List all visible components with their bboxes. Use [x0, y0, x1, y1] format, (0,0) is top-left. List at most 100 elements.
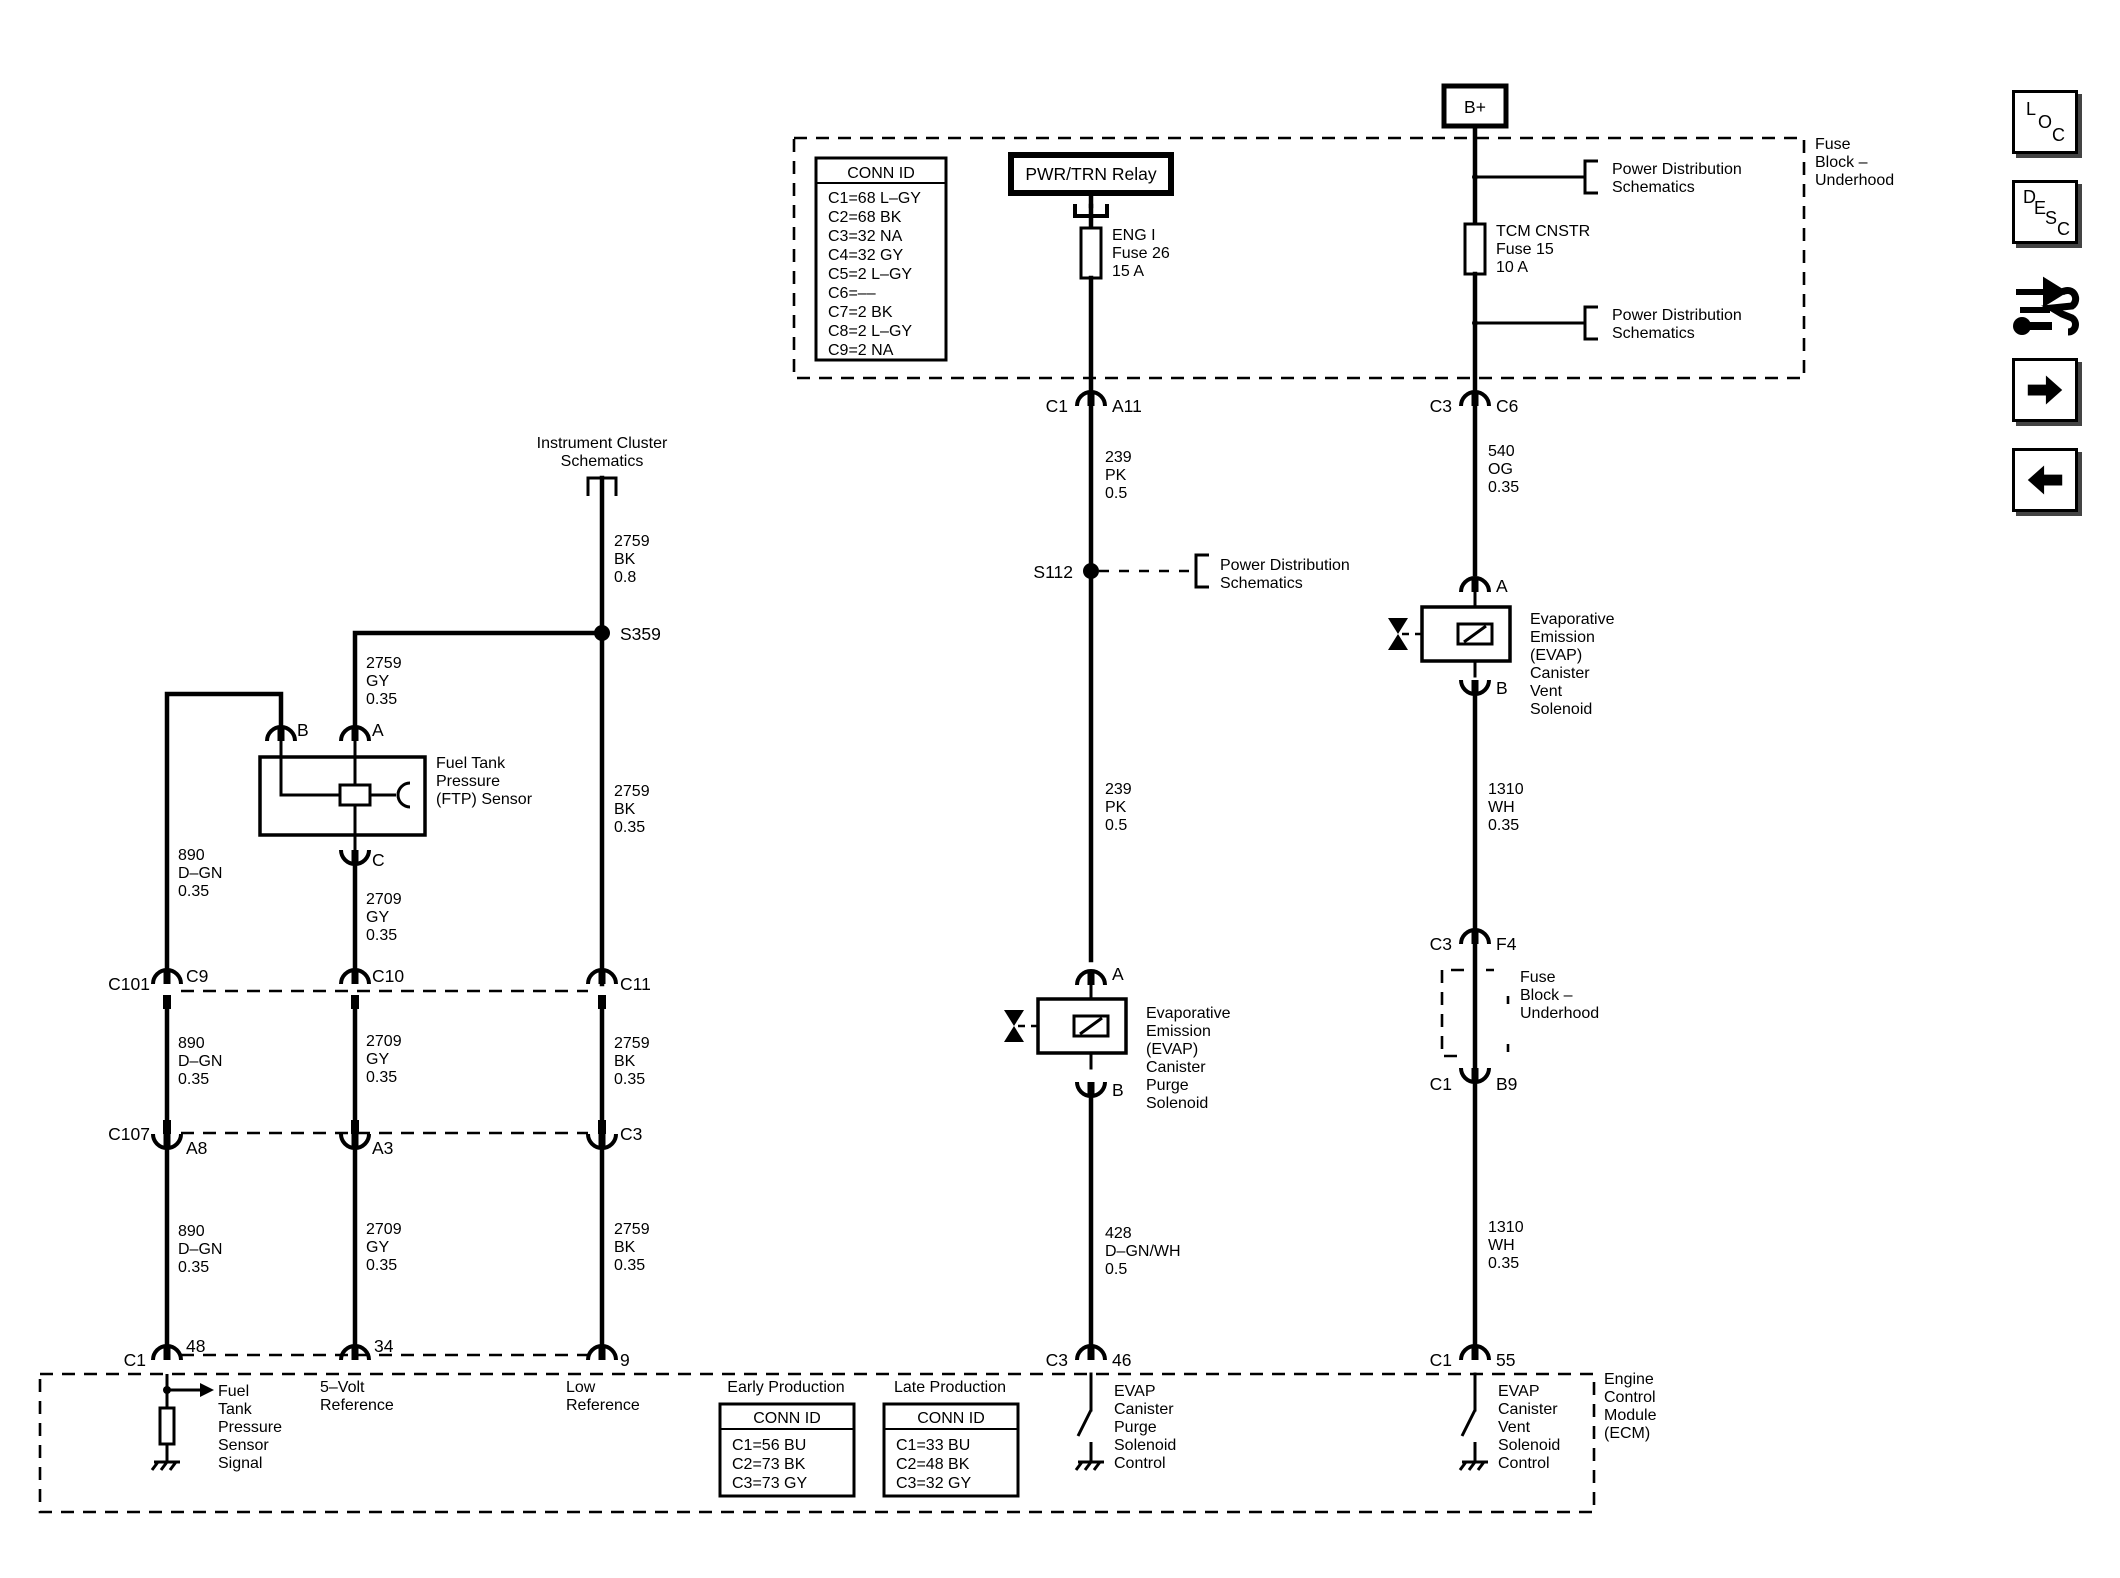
early-conn-title: CONN ID [753, 1410, 821, 1427]
fuse-block-2-label-1: Fuse [1520, 969, 1556, 986]
fuse-block-small-outline [1440, 968, 1464, 1058]
conn-id-table [814, 156, 948, 362]
next-page-button[interactable] [2012, 358, 2078, 422]
purge-label-line: Emission [1146, 1023, 1211, 1040]
wire-239-a-2: PK [1105, 467, 1127, 484]
wire-2759-bk-a-3: 0.35 [614, 819, 645, 836]
pin-46-label: 46 [1112, 1350, 1131, 1370]
wire-2759-gy-1: 2759 [366, 655, 402, 672]
power-dist-ref-2a: Power Distribution [1612, 307, 1742, 324]
arrow-left-icon [2027, 465, 2063, 495]
fuse-block-label-1: Fuse [1815, 136, 1851, 153]
conn-b9-label: B9 [1496, 1074, 1517, 1094]
desc-button[interactable]: D E S C [2012, 180, 2078, 244]
wire-890-a-3: 0.35 [178, 883, 209, 900]
conn-id-row: C1=68 L–GY [828, 190, 921, 207]
ftp-label-2: Pressure [436, 773, 500, 790]
desc-letter-c: C [2057, 219, 2070, 239]
ecm-outline [38, 1372, 1596, 1514]
conn-id-row: C7=2 BK [828, 304, 893, 321]
pin-c9-label: C9 [186, 966, 208, 986]
ftp-pin-b [265, 725, 297, 743]
ecm-low-ref-1: Low [566, 1379, 596, 1396]
splice-s112-label: S112 [1033, 562, 1073, 582]
wire-1310-b-3: 0.35 [1488, 1255, 1519, 1272]
wire-239-a-1: 239 [1105, 449, 1132, 466]
vent-label-line: Canister [1530, 665, 1590, 682]
late-conn-row: C1=33 BU [896, 1437, 970, 1454]
wire-2709-b-1: 2709 [366, 1033, 402, 1050]
wire-540-2: OG [1488, 461, 1513, 478]
late-conn-table [882, 1402, 1020, 1498]
wire-540-1: 540 [1488, 443, 1515, 460]
wire-2709-b-2: GY [366, 1051, 389, 1068]
ecm-vent-line: Canister [1498, 1401, 1558, 1418]
power-dist-ref-1a: Power Distribution [1612, 161, 1742, 178]
early-conn-row: C1=56 BU [732, 1437, 806, 1454]
vent-label-line: (EVAP) [1530, 647, 1582, 664]
vent-label-line: Evaporative [1530, 611, 1615, 628]
wire-890-a-2: D–GN [178, 865, 222, 882]
wire-2759-bk-c-2: BK [614, 1239, 636, 1256]
signal-arrow-icon [200, 1383, 214, 1397]
vent-pin-b-label: B [1496, 678, 1508, 698]
ecm-vent-line: Solenoid [1498, 1437, 1560, 1454]
wire-890-a-1: 890 [178, 847, 205, 864]
connector-ecm-c1-9 [586, 1344, 618, 1362]
conn-id-rows: C1=68 L–GY C2=68 BK C3=32 NA C4=32 GY C5… [828, 190, 921, 359]
ftp-pin-c-label: C [372, 850, 385, 870]
ftp-label-1: Fuel Tank [436, 755, 506, 772]
wire-1310-a-2: WH [1488, 799, 1515, 816]
wire-239-a-3: 0.5 [1105, 485, 1127, 502]
tcm-fuse-label-2: Fuse 15 [1496, 241, 1554, 258]
ground-icon [1458, 1442, 1488, 1471]
wire-890-b-3: 0.35 [178, 1071, 209, 1088]
ecm-label-4: (ECM) [1604, 1425, 1650, 1442]
wire-2759-bk-c-1: 2759 [614, 1221, 650, 1238]
conn-id-row: C9=2 NA [828, 342, 894, 359]
ecm-vent-line: Control [1498, 1455, 1550, 1472]
instrument-cluster-ref-1: Instrument Cluster [537, 435, 668, 452]
purge-label-line: Purge [1146, 1077, 1189, 1094]
wire-428-2: D–GN/WH [1105, 1243, 1181, 1260]
purge-valve-icon [1004, 1010, 1024, 1042]
power-dist-ref-1b: Schematics [1612, 179, 1695, 196]
conn-id-row: C3=32 NA [828, 228, 903, 245]
ground-icon [1074, 1442, 1104, 1471]
eng-fuse-label-3: 15 A [1112, 263, 1144, 280]
pin-c3-label: C3 [620, 1124, 642, 1144]
conn-id-row: C5=2 L–GY [828, 266, 912, 283]
ecm-ftp-line: Tank [218, 1401, 253, 1418]
fuse-block-label-3: Underhood [1815, 172, 1894, 189]
power-dist-ref-3a: Power Distribution [1220, 557, 1350, 574]
wire-890-b-1: 890 [178, 1035, 205, 1052]
wire-1310-a-1: 1310 [1488, 781, 1524, 798]
wire-2759-08-3: 0.8 [614, 569, 636, 586]
wire-2709-c-3: 0.35 [366, 1257, 397, 1274]
vent-label-line: Vent [1530, 683, 1563, 700]
pin-c11-label: C11 [620, 974, 651, 994]
vent-label-line: Emission [1530, 629, 1595, 646]
power-dist-ref-2b: Schematics [1612, 325, 1695, 342]
conn-c3-label-2: C3 [1430, 396, 1452, 416]
eng-fuse [1079, 226, 1103, 280]
desc-letter-e: E [2034, 198, 2047, 218]
wire-428-3: 0.5 [1105, 1261, 1127, 1278]
connector-c3-46 [1075, 1344, 1107, 1362]
late-conn-row: C3=32 GY [896, 1475, 971, 1492]
ftp-sensor-element [338, 783, 372, 807]
prev-page-button[interactable] [2012, 448, 2078, 512]
ground-icon [150, 1444, 180, 1471]
conn-id-row: C2=68 BK [828, 209, 902, 226]
splice-s359-label: S359 [620, 624, 661, 644]
connector-c101-c11 [586, 968, 618, 986]
connector-tool-icon[interactable] [2012, 270, 2084, 340]
tcm-fuse-label-1: TCM CNSTR [1496, 223, 1590, 240]
ftp-pin-a-label: A [372, 720, 384, 740]
splice-s112 [1083, 563, 1099, 579]
loc-button[interactable]: L O C [2012, 90, 2078, 154]
ftp-signal-label: Fuel Tank Pressure Sensor Signal [218, 1383, 282, 1472]
conn-c1-label: C1 [1046, 396, 1068, 416]
late-conn-row: C2=48 BK [896, 1456, 970, 1473]
pwr-trn-relay-label: PWR/TRN Relay [1025, 164, 1157, 184]
